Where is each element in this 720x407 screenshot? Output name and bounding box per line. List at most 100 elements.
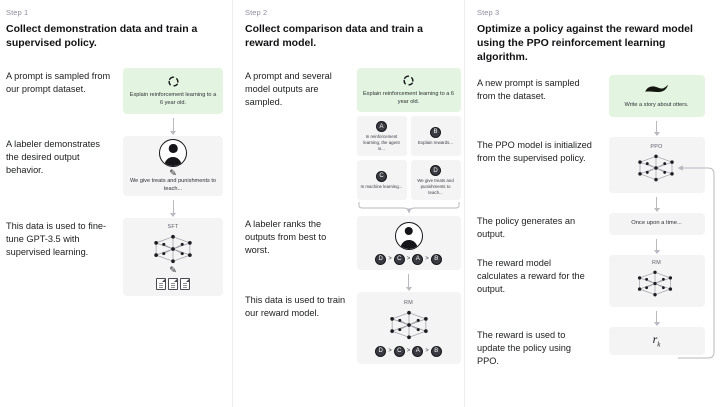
step-3-stage-1: A new prompt is sampled from the dataset… <box>477 74 720 139</box>
output-card-a-text: In reinforcement learning, the agent is.… <box>363 134 400 151</box>
step-3-stage-3: The policy generates an output. Once upo… <box>477 212 720 257</box>
option-letter-c: C <box>376 170 387 182</box>
step-1-stage-1: A prompt is sampled from our prompt data… <box>6 68 232 138</box>
option-letter-b: B <box>430 126 441 138</box>
person-icon <box>394 221 423 250</box>
policy-output-box: Once upon a time... <box>608 212 705 235</box>
document-icon <box>180 278 190 291</box>
rank-pill-2: C <box>393 253 405 265</box>
step-3-caption-1: A new prompt is sampled from the dataset… <box>477 77 580 101</box>
pencil-icon: ✎ <box>169 265 177 276</box>
step-3-caption-5: The reward is used to update the policy … <box>477 329 571 366</box>
prompt-text: Explain reinforcement learning to a 6 ye… <box>362 91 455 105</box>
neural-network-icon <box>386 308 432 342</box>
rank-pill-3: A <box>412 345 424 357</box>
ranking-row: D > C > A > B <box>375 253 442 265</box>
prompt-box: Explain reinforcement learning to a 6 ye… <box>123 68 223 115</box>
labeler-rank-box: D > C > A > B <box>356 216 461 271</box>
rank-pill-1: D <box>375 345 387 357</box>
step-2-caption-4: This data is used to train our reward mo… <box>245 295 346 319</box>
arrow-down <box>653 238 660 254</box>
step-2-title: Collect comparison data and train a rewa… <box>245 23 423 50</box>
output-card-d: D We give treats and punishments to teac… <box>410 160 461 201</box>
output-card-c-text: In machine learning... <box>360 183 403 189</box>
step-3-flow: A new prompt is sampled from the dataset… <box>477 74 720 368</box>
otter-icon <box>644 81 670 99</box>
step-1-caption-1: A prompt is sampled from our prompt data… <box>6 71 111 95</box>
greater-than-icon: > <box>425 256 429 263</box>
arrow-down <box>653 310 660 326</box>
ranking-row: D > C > A > B <box>375 345 442 357</box>
step-2-stage-3: A labeler ranks the outputs from best to… <box>245 216 464 294</box>
step-1-stage-2: A labeler demonstrates the desired outpu… <box>6 136 232 220</box>
document-icon <box>156 278 166 291</box>
arrow-down <box>405 274 412 292</box>
rank-pill-1: D <box>375 253 387 265</box>
step-2-stage-1: A prompt and several model outputs are s… <box>245 68 464 214</box>
labeler-box: ✎ We give treats and punishments to teac… <box>123 136 223 197</box>
greater-than-icon: > <box>388 256 392 263</box>
rm-model-box: RM <box>608 254 705 307</box>
reward-symbol: rk <box>652 332 661 349</box>
rank-pill-2: C <box>393 345 405 357</box>
step-2-stage-4: This data is used to train our reward mo… <box>245 292 464 365</box>
prompt-text: Write a story about otters. <box>624 102 689 109</box>
reward-box: rk <box>608 326 705 355</box>
step-1-caption-3: This data is used to fine-tune GPT-3.5 w… <box>6 221 107 258</box>
step-2-label: Step 2 <box>245 8 268 17</box>
policy-output-text: Once upon a time... <box>631 219 682 226</box>
arrow-down <box>170 200 176 218</box>
step-1-caption-2: A labeler demonstrates the desired outpu… <box>6 139 100 176</box>
step-3-caption-4: The reward model calculates a reward for… <box>477 257 585 294</box>
step-1-column: Step 1 Collect demonstration data and tr… <box>0 0 232 407</box>
neural-network-icon <box>634 152 680 186</box>
document-icon <box>168 278 178 291</box>
arrow-down <box>653 196 660 212</box>
rank-pill-4: B <box>430 345 442 357</box>
pencil-icon: ✎ <box>169 168 177 179</box>
rank-pill-3: A <box>412 253 424 265</box>
rm-model-box: RM <box>356 292 461 365</box>
rm-tag: RM <box>404 299 413 306</box>
sampling-icon <box>402 74 415 87</box>
step-2-flow: A prompt and several model outputs are s… <box>245 68 464 365</box>
prompt-text: Explain reinforcement learning to a 6 ye… <box>129 92 217 106</box>
labeler-text: We give treats and punishments to teach.… <box>129 178 217 192</box>
step-3-label: Step 3 <box>477 8 500 17</box>
step-3-stage-4: The reward model calculates a reward for… <box>477 254 720 329</box>
output-cards: A In reinforcement learning, the agent i… <box>356 116 461 201</box>
greater-than-icon: > <box>425 348 429 355</box>
step-1-flow: A prompt is sampled from our prompt data… <box>6 68 232 297</box>
neural-network-icon <box>150 232 196 266</box>
merge-brace <box>357 200 461 214</box>
step-3-caption-3: The policy generates an output. <box>477 215 576 239</box>
step-2-column: Step 2 Collect comparison data and train… <box>232 0 464 407</box>
output-card-b: B Explain rewards... <box>410 116 461 157</box>
step-1-title: Collect demonstration data and train a s… <box>6 23 198 50</box>
sft-tag: SFT <box>167 224 179 231</box>
neural-network-icon <box>634 268 680 302</box>
prompt-box: Explain reinforcement learning to a 6 ye… <box>356 68 461 113</box>
output-card-a: A In reinforcement learning, the agent i… <box>356 116 407 157</box>
step-1-stage-3: This data is used to fine-tune GPT-3.5 w… <box>6 218 232 297</box>
ppo-model-box: PPO <box>608 136 705 193</box>
greater-than-icon: > <box>406 256 411 263</box>
step-3-stage-5: The reward is used to update the policy … <box>477 326 720 368</box>
prompt-box: Write a story about otters. <box>608 74 705 117</box>
step-3-stage-2: The PPO model is initialized from the su… <box>477 136 720 215</box>
arrow-down <box>170 118 176 136</box>
step-1-label: Step 1 <box>6 8 29 17</box>
documents-icon-group <box>156 278 190 291</box>
ppo-tag: PPO <box>650 143 663 150</box>
sampling-icon <box>167 75 180 88</box>
step-3-caption-2: The PPO model is initialized from the su… <box>477 139 592 163</box>
step-2-caption-3: A labeler ranks the outputs from best to… <box>245 219 327 256</box>
output-card-c: C In machine learning... <box>356 160 407 201</box>
step-3-title: Optimize a policy against the reward mod… <box>477 23 693 64</box>
option-letter-a: A <box>376 121 387 133</box>
greater-than-icon: > <box>406 348 411 355</box>
person-icon <box>159 139 187 168</box>
arrow-down <box>653 120 660 136</box>
output-card-d-text: We give treats and punishments to teach.… <box>417 178 454 195</box>
